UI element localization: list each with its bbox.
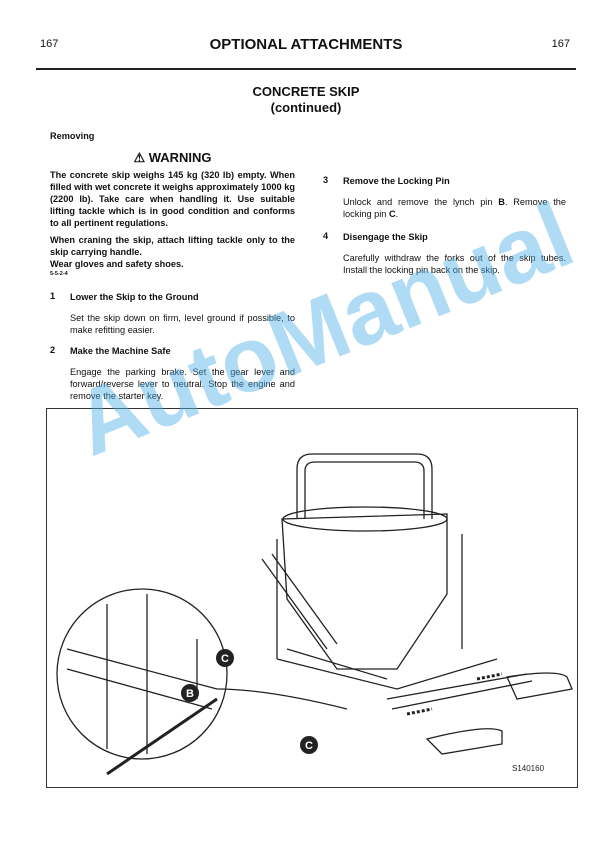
step-title: Remove the Locking Pin <box>343 176 450 186</box>
step-title: Lower the Skip to the Ground <box>70 292 199 302</box>
page-number-right: 167 <box>551 38 570 50</box>
page-title: OPTIONAL ATTACHMENTS <box>209 36 403 53</box>
callout-b: B <box>186 688 194 700</box>
step-title: Disengage the Skip <box>343 232 428 242</box>
label-c: C <box>388 209 396 219</box>
removing-heading: Removing <box>50 131 95 141</box>
warning-heading: ⚠ WARNING <box>50 150 295 166</box>
text: . <box>395 209 399 219</box>
warning-p3: Wear gloves and safety shoes. <box>50 259 184 269</box>
header-rule <box>36 68 576 70</box>
text: Unlock and remove the lynch pin <box>343 197 499 207</box>
step-text: Carefully withdraw the forks out of the … <box>343 253 566 275</box>
warning-p2: When craning the skip, attach lifting ta… <box>50 235 295 257</box>
step-title: Make the Machine Safe <box>70 346 171 356</box>
figure-ref: S140160 <box>512 764 545 773</box>
step-text: Set the skip down on firm, level ground … <box>70 313 295 335</box>
step-text: Unlock and remove the lynch pin B. Remov… <box>343 196 566 220</box>
warning-label: WARNING <box>148 150 212 165</box>
warning-p1: The concrete skip weighs 145 kg (320 lb)… <box>50 170 295 228</box>
callout-c-pin: C <box>305 740 313 752</box>
section-heading: CONCRETE SKIP <box>252 84 360 99</box>
step-number: 1 <box>50 291 56 301</box>
callout-c: C <box>221 653 229 665</box>
section-title: CONCRETE SKIP(continued) <box>0 84 612 116</box>
warning-triangle-icon: ⚠ <box>133 150 146 165</box>
step-number: 2 <box>50 345 56 355</box>
warning-code: 5-5-2-4 <box>50 271 68 277</box>
text: . Remove the locking pin <box>343 197 566 219</box>
section-subheading: (continued) <box>270 100 342 115</box>
step-number: 4 <box>323 231 329 241</box>
step-text: Engage the parking brake. Set the gear l… <box>70 367 295 401</box>
skip-illustration: C B C S140160 <box>46 408 578 788</box>
page-number-left: 167 <box>40 38 59 50</box>
label-b: B <box>498 197 505 207</box>
step-number: 3 <box>323 175 329 185</box>
